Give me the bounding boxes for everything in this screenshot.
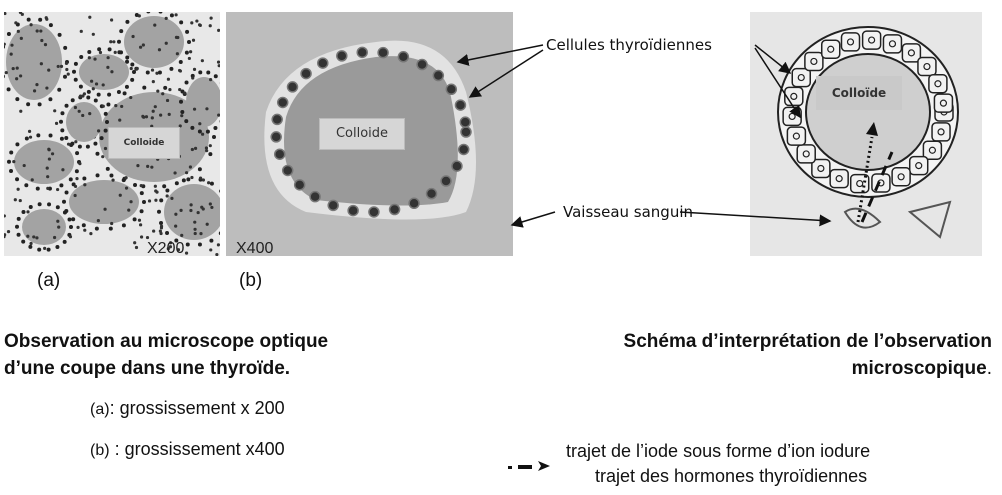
interpretation-schema: Colloïde [750,12,982,256]
right-title-line1: Schéma d’interprétation de l’observation [623,331,992,352]
caption-item-b: (b) : grossissement x400 [90,439,285,460]
colloid-tag-schema: Colloïde [816,76,902,110]
callout-blood-vessel: Vaisseau sanguin [563,203,693,221]
left-caption-title: Observation au microscope optique d’une … [4,328,328,382]
item-text: : grossissement x400 [109,439,285,459]
panel-label-a: (a) [37,270,61,291]
item-key: (b) [90,442,110,459]
item-text: : grossissement x 200 [109,398,285,418]
item-key: (a) [90,401,110,418]
micrograph-x400: Colloide X400 [226,12,513,256]
left-title-line2: d’une coupe dans une thyroïde. [4,358,291,379]
right-title-line2: microscopique [851,358,987,379]
magnification-a: X200 [147,240,185,256]
micrograph-x200: Colloide X200 [4,12,220,256]
panel-label-b: (b) [239,270,263,291]
left-title-line1: Observation au microscope optique [4,331,329,352]
legend-text-iodide: trajet de l’iode sous forme d’ion iodure [566,441,871,461]
magnification-b: X400 [236,240,274,256]
dashed-arrow-icon [505,458,585,474]
colloid-tag-b: Colloide [319,118,405,150]
callout-thyroid-cells: Cellules thyroïdiennes [546,36,712,54]
right-caption-title: Schéma d’interprétation de l’observation… [624,328,992,382]
legend-text-hormones: trajet des hormones thyroïdiennes [595,466,868,486]
caption-item-a: (a): grossissement x 200 [90,398,285,419]
schema-drawing [750,12,982,256]
colloid-tag-a: Colloide [108,127,180,159]
right-title-end: . [986,358,992,379]
